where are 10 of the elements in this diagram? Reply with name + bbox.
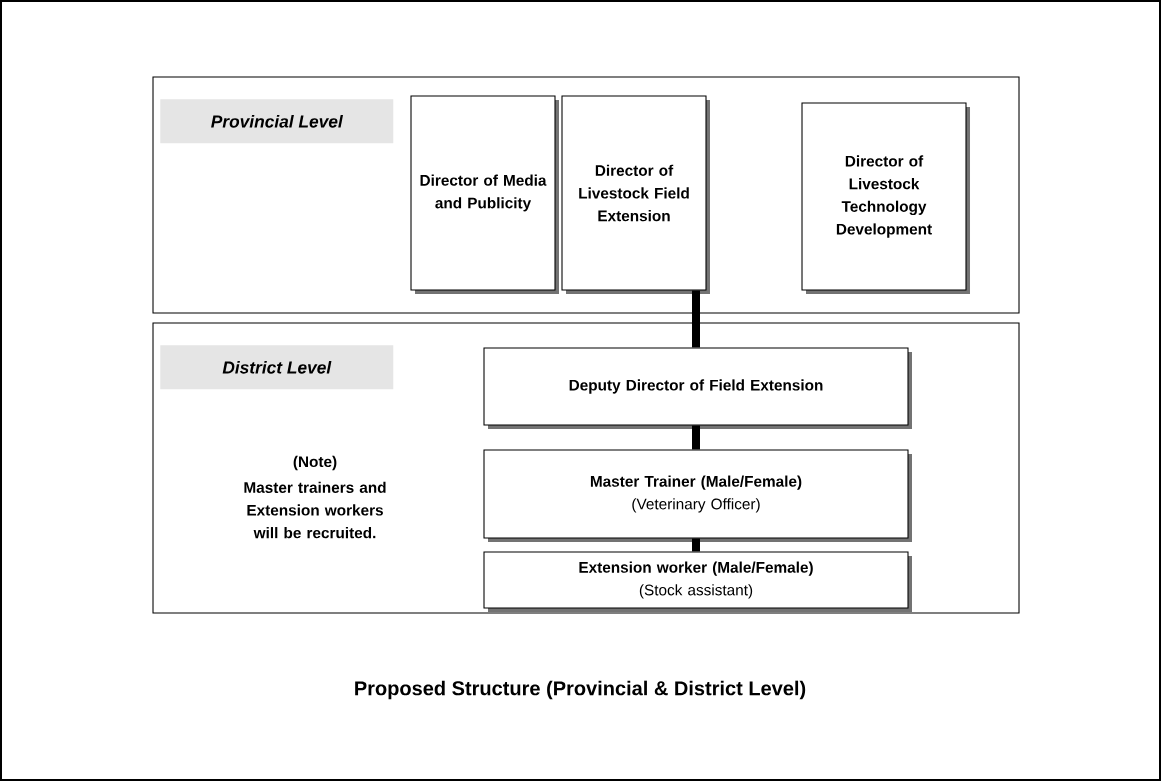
node-label: Director of Media and Publicity (420, 174, 547, 212)
caption: Proposed Structure (Provincial & District Level) (355, 680, 806, 700)
org-box: Extension worker (Male/Female) (Stock assistant) (483, 551, 912, 612)
org-box: Director of Livestock Field Extension (561, 95, 710, 294)
org-box: Master Trainer (Male/Female) (Veterinary Officer) (483, 449, 912, 542)
org-box: Director of Livestock Technology Development (801, 102, 970, 294)
note-text: Master trainers and Extension workers will be recruited. (244, 481, 386, 539)
note-heading: (Note) (293, 455, 337, 471)
org-box: Director of Media and Publicity (410, 95, 559, 294)
org-box: Deputy Director of Field Extension (483, 347, 912, 429)
